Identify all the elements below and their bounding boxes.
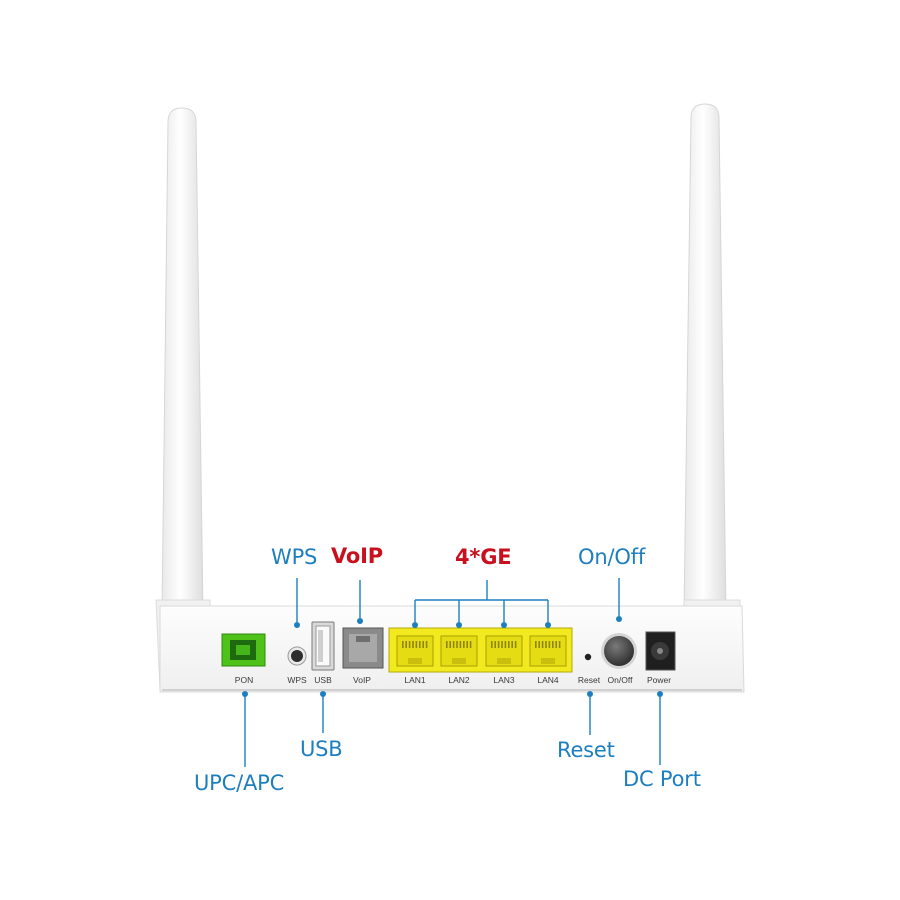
pon-port[interactable] bbox=[221, 633, 266, 667]
reset-port-label: Reset bbox=[577, 675, 601, 685]
ge-callout: 4*GE bbox=[455, 545, 512, 569]
lan1-port-label: LAN1 bbox=[404, 675, 426, 685]
lan3-port[interactable] bbox=[485, 635, 523, 667]
onoff-button[interactable] bbox=[601, 633, 637, 669]
callout-leader-lines bbox=[244, 578, 661, 767]
voip-port[interactable] bbox=[342, 627, 384, 669]
lan2-port-label: LAN2 bbox=[448, 675, 470, 685]
left-antenna bbox=[155, 107, 215, 691]
voip-port-label: VoIP bbox=[353, 675, 371, 685]
callout-dots bbox=[242, 616, 663, 697]
voip-callout: VoIP bbox=[331, 544, 383, 568]
wps-button[interactable] bbox=[287, 646, 307, 666]
power-port-label: Power bbox=[646, 675, 672, 685]
usb-callout: USB bbox=[300, 737, 343, 761]
onoff-port-label: On/Off bbox=[607, 675, 633, 685]
pon-port-label: PON bbox=[234, 675, 254, 685]
upc-apc-callout: UPC/APC bbox=[194, 771, 285, 795]
usb-port[interactable] bbox=[311, 621, 335, 671]
wps-callout: WPS bbox=[271, 545, 318, 569]
lan1-port[interactable] bbox=[396, 635, 434, 667]
power-jack[interactable] bbox=[645, 631, 676, 671]
onoff-callout: On/Off bbox=[578, 545, 646, 569]
reset-pinhole[interactable] bbox=[584, 653, 592, 661]
reset-callout: Reset bbox=[557, 738, 615, 762]
lan3-port-label: LAN3 bbox=[493, 675, 515, 685]
usb-port-label: USB bbox=[314, 675, 332, 685]
lan2-port[interactable] bbox=[440, 635, 478, 667]
right-antenna bbox=[683, 103, 743, 691]
dc-port-callout: DC Port bbox=[623, 767, 701, 791]
lan4-port[interactable] bbox=[529, 635, 567, 667]
lan4-port-label: LAN4 bbox=[537, 675, 559, 685]
wps-port-label: WPS bbox=[287, 675, 307, 685]
